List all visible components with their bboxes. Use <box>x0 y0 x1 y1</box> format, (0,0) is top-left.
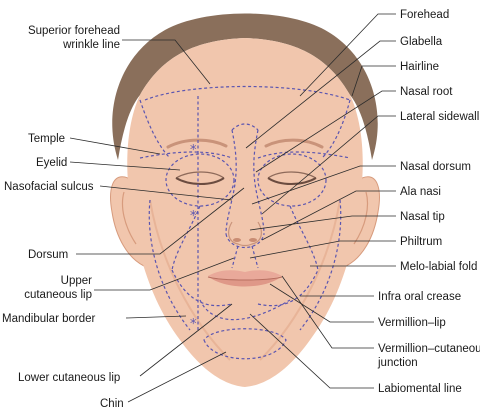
label-nasofacial-sulcus: Nasofacial sulcus <box>4 181 233 201</box>
svg-text:Superior forehead: Superior forehead <box>28 25 120 37</box>
svg-text:Upper: Upper <box>61 275 92 287</box>
label-philtrum: Philtrum <box>249 236 442 259</box>
label-vermillion-cutaneous-junction: Vermillion–cutaneous junction <box>281 275 480 369</box>
svg-text:Nasal root: Nasal root <box>400 86 453 98</box>
svg-text:junction: junction <box>377 357 418 369</box>
svg-text:Nasofacial sulcus: Nasofacial sulcus <box>4 181 94 193</box>
svg-text:Glabella: Glabella <box>400 36 443 48</box>
label-labiomental-line: Labiomental line <box>249 313 462 395</box>
label-infra-oral-crease: Infra oral crease <box>300 291 461 303</box>
marker-asterisk: * <box>190 143 197 158</box>
label-mandibular-border: Mandibular border <box>2 313 187 325</box>
label-nasal-tip: Nasal tip <box>249 211 445 231</box>
svg-text:Chin: Chin <box>100 398 124 408</box>
label-nasal-root: Nasal root <box>255 86 453 173</box>
svg-text:cutaneous lip: cutaneous lip <box>24 289 92 301</box>
svg-text:Vermillion–cutaneous: Vermillion–cutaneous <box>378 343 480 355</box>
svg-text:Lower cutaneous lip: Lower cutaneous lip <box>18 372 120 384</box>
svg-text:Melo-labial fold: Melo-labial fold <box>400 261 477 273</box>
marker-asterisk: * <box>190 317 197 332</box>
face-skin <box>127 38 363 387</box>
label-chin: Chin <box>100 351 227 408</box>
label-upper-cutaneous-lip: Upper cutaneous lip <box>24 257 235 301</box>
svg-text:Infra oral crease: Infra oral crease <box>378 291 461 303</box>
svg-text:Ala nasi: Ala nasi <box>400 186 441 198</box>
right-eye <box>267 171 317 185</box>
label-nasal-dorsum: Nasal dorsum <box>251 161 471 205</box>
svg-text:Temple: Temple <box>28 133 65 145</box>
label-forehead: Forehead <box>299 9 449 97</box>
marker-asterisk: * <box>190 209 197 224</box>
hair <box>112 13 378 160</box>
nose <box>228 221 262 247</box>
label-lower-cutaneous-lip: Lower cutaneous lip <box>18 303 233 384</box>
svg-text:Hairline: Hairline <box>400 61 439 73</box>
label-eyelid: Eyelid <box>36 157 181 171</box>
label-temple: Temple <box>28 133 161 155</box>
svg-text:Labiomental line: Labiomental line <box>378 383 462 395</box>
svg-text:Nasal tip: Nasal tip <box>400 211 445 223</box>
label-glabella: Glabella <box>245 36 443 149</box>
left-eye <box>175 171 225 185</box>
label-superior-forehead-wrinkle-line: Superior forehead wrinkle line <box>28 25 211 85</box>
label-lateral-sidewall: Lateral sidewall <box>261 111 479 215</box>
label-vermillion-lip: Vermillion–lip <box>269 283 446 329</box>
label-dorsum: Dorsum <box>28 187 245 261</box>
svg-text:Eyelid: Eyelid <box>36 157 67 169</box>
svg-text:Vermillion–lip: Vermillion–lip <box>378 317 446 329</box>
label-melo-labial-fold: Melo-labial fold <box>310 261 477 273</box>
svg-text:Forehead: Forehead <box>400 9 449 21</box>
svg-text:Mandibular border: Mandibular border <box>2 313 96 325</box>
svg-text:Lateral sidewall: Lateral sidewall <box>400 111 479 123</box>
svg-text:Dorsum: Dorsum <box>28 249 68 261</box>
label-hairline: Hairline <box>351 61 439 97</box>
svg-text:Nasal dorsum: Nasal dorsum <box>400 161 471 173</box>
svg-text:wrinkle line: wrinkle line <box>62 39 120 51</box>
svg-text:Philtrum: Philtrum <box>400 236 442 248</box>
mouth <box>207 270 283 287</box>
